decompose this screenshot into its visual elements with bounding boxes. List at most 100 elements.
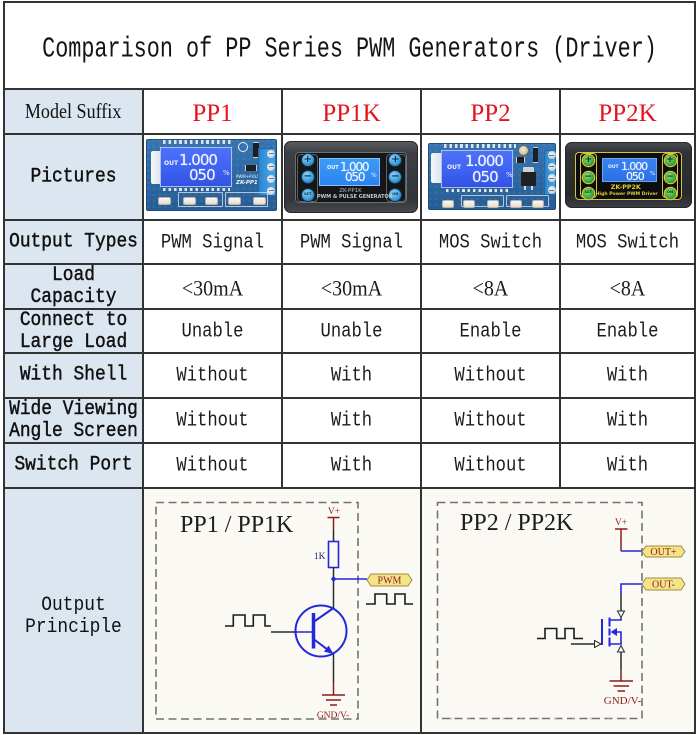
tact-button (159, 198, 170, 204)
lcd-display: OUT 1.000 050 % (441, 150, 513, 188)
emitter-lead (312, 638, 329, 651)
lcd-duty-value: 050 (189, 165, 216, 184)
terminal-screw (267, 186, 275, 195)
source-lead (609, 631, 622, 645)
cell-value: PWM Signal (299, 231, 404, 255)
ground-label: GND/V- (604, 695, 642, 707)
out-minus-port-tag: OUT- (641, 577, 686, 591)
panel-button-set: SET (582, 187, 594, 199)
resistor-body (327, 540, 340, 569)
port-tag-label: OUT- (652, 580, 675, 591)
smd-resistor (245, 165, 257, 171)
cell-value: With (330, 365, 373, 388)
row-label-text: Output Principle (25, 595, 122, 638)
cell-value: <8A (472, 276, 509, 302)
large-load-pp1: Unable (144, 310, 283, 354)
row-label-text: With Shell (19, 363, 128, 387)
button-glyph: SET (584, 190, 593, 195)
button-silkscreen-frame (225, 192, 268, 207)
button-glyph: + (303, 154, 312, 165)
row-label-model-suffix: Model Suffix (5, 90, 144, 135)
principle-diagram-pp1-pp1k: PP1 / PP1K V+ 1K PWM (144, 489, 422, 734)
row-label-line: With Shell (19, 363, 128, 387)
pp2-module-photo: OUT 1.000 050 % (428, 143, 556, 210)
cell-value: With (606, 410, 649, 433)
cell-value: MOS Switch (575, 231, 680, 255)
npn-transistor-symbol (294, 604, 348, 658)
row-label-line: Angle Screen (9, 419, 138, 443)
picture-cell-pp2k: OUT 1.000 050 % + − SET + − ON ZK-PP2K H… (561, 135, 696, 221)
silkscreen-function-label: PWM+PULSE (236, 173, 262, 179)
terminal-screw (267, 174, 275, 183)
principle-diagram-pp2-pp2k: PP2 / PP2K V+ OUT+ OUT- (422, 489, 696, 734)
mosfet-body (521, 172, 536, 186)
tact-button (229, 198, 240, 204)
emitter-arrow (324, 645, 334, 654)
row-label-line: Load (52, 264, 95, 288)
output-types-pp2k: MOS Switch (561, 221, 696, 265)
model-header-pp1: PP1 (144, 90, 283, 135)
button-silkscreen-frame (506, 195, 549, 207)
terminal-screw (547, 174, 556, 183)
load-capacity-pp2k: <8A (561, 265, 696, 310)
screw-terminal-block (258, 148, 276, 196)
lcd-backlight-tab (151, 151, 161, 184)
model-suffix-label: Model Suffix (25, 99, 122, 123)
tact-button (184, 198, 195, 204)
row-label-output-types: Output Types (5, 221, 144, 265)
n-mosfet-symbol (601, 610, 626, 653)
lcd-percent-unit: % (506, 171, 513, 179)
terminal-screw (547, 186, 556, 194)
button-glyph: − (391, 171, 400, 183)
pin-header-top (163, 140, 231, 144)
row-label-line: Output (41, 594, 106, 618)
panel-model-label: ZK-PP2K (610, 183, 641, 191)
wide-viewing-pp2: Without (422, 399, 561, 444)
switch-port-pp1: Without (144, 444, 283, 489)
panel-subtitle: PWM & PULSE GENERATOR (317, 193, 393, 200)
row-label-line: Principle (25, 615, 122, 639)
port-tag-shape (641, 577, 686, 591)
lcd-percent-unit: % (650, 171, 656, 177)
cell-value: Unable (320, 320, 383, 344)
panel-button-on: ON (664, 187, 676, 199)
output-square-wave-icon (366, 593, 413, 605)
model-name-pp1k: PP1K (322, 100, 381, 127)
picture-cell-pp2: OUT 1.000 050 % (422, 135, 561, 221)
row-label-line: Switch Port (14, 453, 133, 477)
panel-button-minus: − (389, 171, 402, 184)
screw-terminal-block (544, 150, 556, 195)
large-load-pp1k: Unable (283, 310, 422, 354)
port-tag-label: OUT+ (650, 547, 677, 558)
supply-v-plus-symbol: V+ (615, 518, 628, 551)
picture-cell-pp1k: OUT 1.000 050 % + − SET + − ON ZK-PP1K P… (283, 135, 422, 221)
body-arrow (610, 628, 617, 636)
terminal-screw (547, 151, 556, 159)
model-header-pp1k: PP1K (283, 90, 422, 135)
lcd-out-label: OUT (327, 165, 339, 171)
cell-value: Without (176, 365, 249, 388)
with-shell-pp2: Without (422, 354, 561, 399)
tact-button (511, 201, 521, 207)
load-capacity-pp1k: <30mA (283, 265, 422, 310)
row-label-line: Output Types (9, 230, 138, 254)
row-label-line: Large Load (19, 329, 128, 353)
output-types-pp2: MOS Switch (422, 221, 561, 265)
row-label-text: Switch Port (14, 453, 133, 477)
with-shell-pp2k: With (561, 354, 696, 399)
button-glyph: ON (392, 192, 399, 197)
tact-button (206, 198, 217, 204)
mosfet-heat-tab (523, 167, 534, 173)
row-label-load-capacity: Load Capacity (5, 265, 144, 310)
ground-label: GND/V- (317, 711, 349, 721)
lcd-percent-unit: % (223, 169, 230, 177)
cell-value: With (606, 365, 649, 388)
port-tag-label: PWM (378, 576, 402, 587)
tact-button (487, 201, 498, 207)
row-label-text: Pictures (30, 166, 116, 187)
switch-port-pp2k: With (561, 444, 696, 489)
row-label-switch-port: Switch Port (5, 444, 144, 489)
silkscreen-logo (238, 142, 248, 152)
picture-cell-pp1: OUT 1.000 050 % PWM+PULSE ZK-PP1 (144, 135, 283, 221)
port-tag-shape (366, 573, 413, 587)
